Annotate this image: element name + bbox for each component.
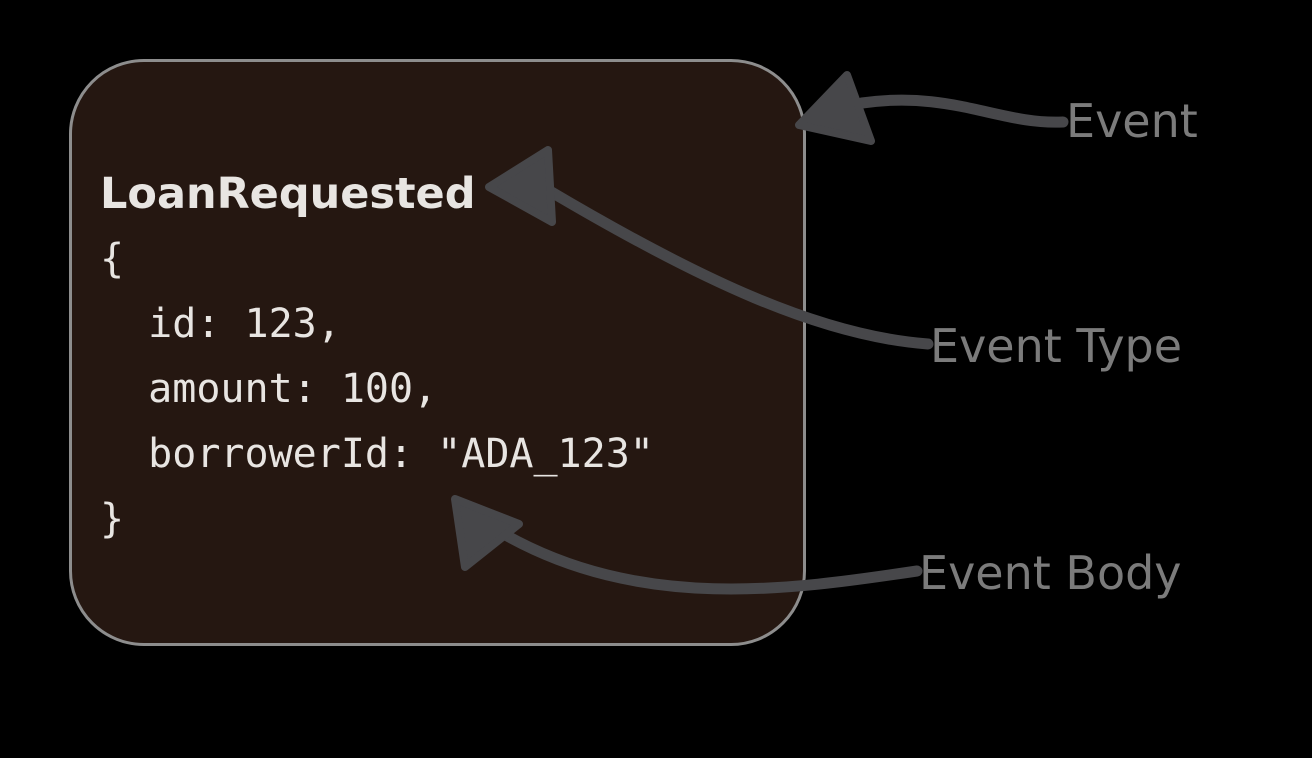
event-arrow [795, 71, 1069, 145]
event-body-line: id: 123, [100, 301, 341, 347]
event-card: LoanRequested { id: 123, amount: 100, bo… [69, 59, 806, 646]
event-body-line: { [100, 236, 125, 282]
event-type-label: Event Type [930, 319, 1183, 373]
event-label: Event [1066, 94, 1198, 148]
event-body-line: borrowerId: "ADA_123" [100, 431, 654, 477]
event-code-block: LoanRequested { id: 123, amount: 100, bo… [100, 162, 793, 552]
event-arrowhead-icon [795, 71, 875, 145]
event-body-line: amount: 100, [100, 366, 438, 412]
event-body-line: } [100, 496, 125, 542]
event-type-name: LoanRequested [100, 169, 476, 219]
event-arrow-line [856, 94, 1069, 128]
event-body-label: Event Body [919, 546, 1182, 600]
